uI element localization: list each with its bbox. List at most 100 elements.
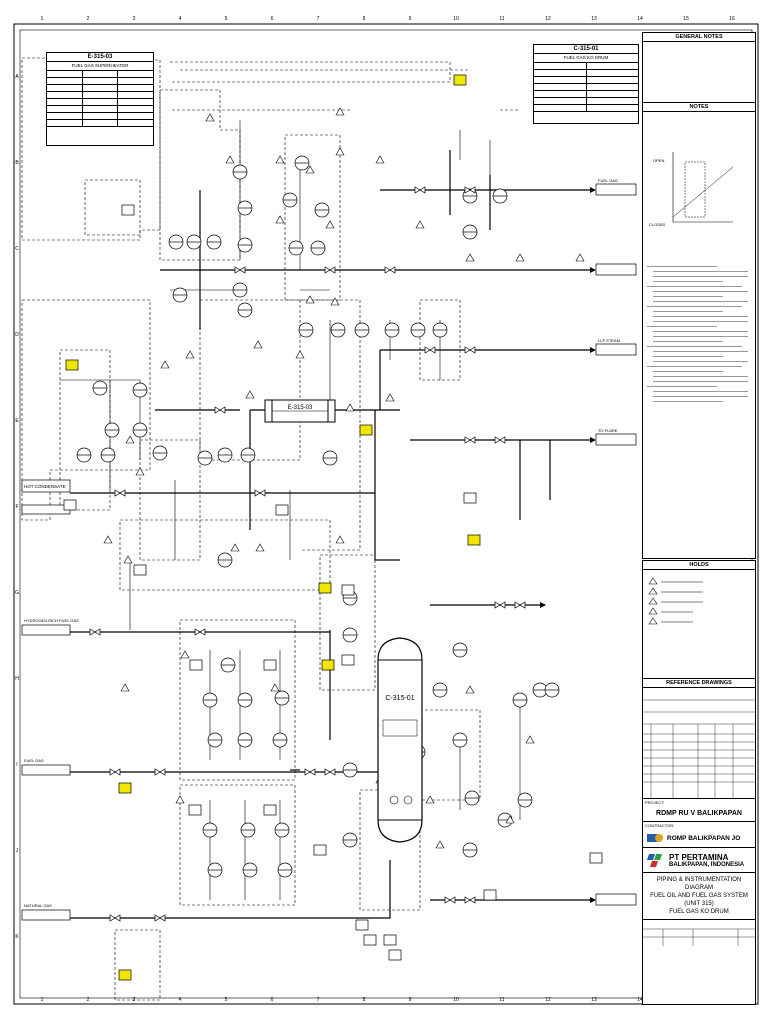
instrument-box xyxy=(313,844,327,856)
note-triangle xyxy=(435,840,445,849)
instrument-box xyxy=(133,564,147,576)
valve-symbol xyxy=(324,768,336,776)
note-triangle xyxy=(275,155,285,164)
grid-column-label: 5 xyxy=(225,16,228,22)
instrument-bubble xyxy=(237,692,253,708)
instrument-bubble xyxy=(237,302,253,318)
instrument-bubble xyxy=(452,732,468,748)
note-rule xyxy=(647,346,742,347)
instrument-bubble xyxy=(314,202,330,218)
instrument-bubble xyxy=(220,657,236,673)
instrument-bubble xyxy=(202,692,218,708)
instrument-bubble xyxy=(354,322,370,338)
revision-table xyxy=(643,699,755,798)
process-lines xyxy=(70,150,590,919)
note-rule xyxy=(647,266,717,267)
instrument-bubble xyxy=(544,682,560,698)
chart-closed-label: CLOSED xyxy=(649,222,666,227)
note-rule xyxy=(647,386,717,387)
instrument-bubble xyxy=(432,322,448,338)
valve-symbol xyxy=(214,406,226,414)
instrument-bubbles xyxy=(76,155,560,878)
notes-panel: GENERAL NOTES NOTES OPEN CLOSED xyxy=(642,32,756,559)
note-triangle xyxy=(123,555,133,564)
grid-column-label: 16 xyxy=(729,16,735,22)
hold-box xyxy=(118,969,132,981)
instrument-bubble xyxy=(206,234,222,250)
grid-column-label: 6 xyxy=(271,16,274,22)
sheet-border xyxy=(13,23,759,1005)
valve-symbol xyxy=(514,601,526,609)
note-rule xyxy=(653,301,748,302)
instrument-bubble xyxy=(132,382,148,398)
note-triangle xyxy=(305,165,315,174)
note-rule xyxy=(653,281,723,282)
instrument-bubble xyxy=(152,445,168,461)
note-triangle xyxy=(385,393,395,402)
instrument-bubble xyxy=(207,732,223,748)
note-triangle xyxy=(253,340,263,349)
note-triangle xyxy=(465,685,475,694)
instrument-bubble xyxy=(217,552,233,568)
drawing-title-1: PIPING & INSTRUMENTATION DIAGRAM xyxy=(656,877,742,891)
instrument-bubble xyxy=(100,447,116,463)
note-triangle xyxy=(335,147,345,156)
valve-symbol xyxy=(254,489,266,497)
instrument-bubble xyxy=(298,322,314,338)
grid-row-label: B xyxy=(15,160,19,166)
instrument-bubble xyxy=(464,790,480,806)
grid-column-label: 12 xyxy=(545,997,551,1003)
instrument-bubble xyxy=(76,447,92,463)
instrument-bubble xyxy=(274,822,290,838)
grid-row-label: E xyxy=(15,418,19,424)
valve-symbol xyxy=(234,266,246,274)
grid-column-label: 11 xyxy=(499,16,504,22)
note-triangle xyxy=(120,683,130,692)
instrument-bubble xyxy=(294,155,310,171)
instrument-boxes xyxy=(63,74,603,981)
instrument-bubble xyxy=(310,240,326,256)
instrument-bubble xyxy=(202,822,218,838)
grid-column-label: 11 xyxy=(499,997,504,1003)
grid-column-label: 8 xyxy=(363,997,366,1003)
valve-symbol xyxy=(304,768,316,776)
grid-row-label: I xyxy=(16,762,17,768)
note-triangle xyxy=(180,650,190,659)
note-triangle xyxy=(103,535,113,544)
valve-symbol xyxy=(414,186,426,194)
instrument-box xyxy=(121,204,135,216)
note-triangle xyxy=(335,535,345,544)
instrument-bubble xyxy=(462,224,478,240)
note-triangle xyxy=(425,795,435,804)
note-triangle xyxy=(415,220,425,229)
general-notes-title: GENERAL NOTES xyxy=(643,33,755,42)
note-triangles xyxy=(103,107,585,849)
flow-arrows xyxy=(540,187,596,903)
grid-column-label: 15 xyxy=(683,16,689,22)
instrument-box xyxy=(341,584,355,596)
note-rule xyxy=(653,336,748,337)
instrument-bubble xyxy=(104,422,120,438)
valve-symbol xyxy=(464,436,476,444)
instrument-bubble xyxy=(330,322,346,338)
instrument-bubble xyxy=(342,832,358,848)
grid-row-label: F xyxy=(15,504,18,510)
instrument-box xyxy=(341,654,355,666)
note-rule xyxy=(653,371,723,372)
ko-drum-c-315-01: C-315-01 xyxy=(377,637,423,843)
instrument-bubble xyxy=(207,862,223,878)
valve-symbol xyxy=(494,436,506,444)
hold-box xyxy=(453,74,467,86)
grid-column-label: 10 xyxy=(453,16,459,22)
instrument-box xyxy=(63,499,77,511)
instrument-bubble xyxy=(237,732,253,748)
grid-row-label: J xyxy=(16,848,19,854)
owner-name: PT PERTAMINA xyxy=(669,852,729,862)
stream-fuel-gas-in: FUEL GAS xyxy=(24,758,44,763)
valve-symbol xyxy=(109,914,121,922)
note-triangle xyxy=(375,155,385,164)
valve-symbol xyxy=(89,628,101,636)
note-triangle xyxy=(275,215,285,224)
note-rule xyxy=(653,341,723,342)
